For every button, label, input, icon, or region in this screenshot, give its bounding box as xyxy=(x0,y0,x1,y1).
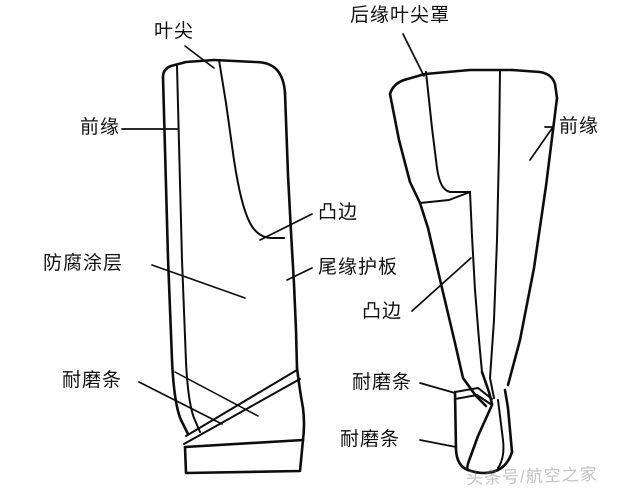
left-blade-wear-strip-lower-line xyxy=(183,378,301,445)
right-blade-trailing-lower xyxy=(418,201,465,380)
right-blade-trailing-contour xyxy=(388,92,422,205)
label-anticorrosion-coating: 防腐涂层 xyxy=(43,253,124,274)
leader-trailing-edge-tip-cap xyxy=(402,33,425,77)
left-blade-root-box xyxy=(183,438,305,475)
left-blade-tip-top-outline xyxy=(212,58,287,95)
right-blade-tip-cap-top xyxy=(388,68,514,96)
leader-trailing-edge-guard xyxy=(286,267,313,281)
right-blade-root-inner-line xyxy=(497,399,505,469)
left-blade-internal-diagonal xyxy=(174,371,259,417)
leader-raised-edge-upper xyxy=(259,213,313,241)
leader-anticorrosion-coating xyxy=(151,264,246,299)
left-blade-right-contour xyxy=(283,91,299,370)
right-blade-inner-spar-line xyxy=(469,191,483,373)
left-blade-left-contour xyxy=(161,75,190,436)
right-blade-tip-cap-inner xyxy=(425,71,471,193)
right-blade-root-left-contour xyxy=(453,390,470,472)
label-blade-tip: 叶尖 xyxy=(154,21,195,42)
label-leading-edge-right: 前缘 xyxy=(559,116,600,137)
label-leading-edge-left: 前缘 xyxy=(80,117,121,138)
right-blade-top-right-edge xyxy=(510,68,559,100)
leader-wear-strip-right-upper xyxy=(419,382,456,394)
right-blade-mid-chord-line xyxy=(489,69,501,379)
right-blade-root-bottom xyxy=(466,450,514,475)
leader-leading-edge-right xyxy=(529,126,554,161)
label-trailing-edge-guard: 尾缘护板 xyxy=(318,257,399,278)
leader-raised-edge-lower xyxy=(411,257,472,312)
left-blade-tip-cap-curve xyxy=(218,59,285,239)
label-wear-strip-right-lower: 耐磨条 xyxy=(340,429,401,450)
right-blade-wear-strip-upper-a xyxy=(454,387,493,400)
label-raised-edge-lower: 凸边 xyxy=(362,301,403,322)
left-blade-lower-right-contour xyxy=(295,366,306,442)
left-blade-leading-edge-band xyxy=(176,65,201,433)
left-blade-view xyxy=(121,45,313,475)
right-blade-wear-strip-upper-b xyxy=(454,394,493,406)
left-blade-root-top-edge xyxy=(183,438,305,449)
right-blade-root-right-contour xyxy=(503,388,514,454)
right-blade-root-diagonal xyxy=(466,403,494,472)
leader-wear-strip-right-lower xyxy=(419,439,457,448)
label-trailing-edge-tip-cap: 后缘叶尖罩 xyxy=(350,5,451,26)
right-blade-wear-convergence-c xyxy=(489,377,495,399)
left-blade-wear-strip-upper-line xyxy=(185,369,298,437)
right-blade-leading-edge-outline xyxy=(506,96,559,387)
right-blade-wear-convergence-b xyxy=(480,370,494,406)
leader-wear-strip-left xyxy=(138,381,223,425)
label-wear-strip-right-upper: 耐磨条 xyxy=(352,372,413,393)
left-blade-leading-edge-outline xyxy=(161,58,216,79)
leader-blade-tip xyxy=(184,45,215,69)
watermark: 头条号/航空之家 xyxy=(465,464,599,489)
right-blade-tip-cap-inner-bottom xyxy=(419,191,471,204)
right-blade-view xyxy=(388,33,559,475)
label-wear-strip-left: 耐磨条 xyxy=(62,370,123,391)
label-raised-edge-upper: 凸边 xyxy=(318,202,359,223)
